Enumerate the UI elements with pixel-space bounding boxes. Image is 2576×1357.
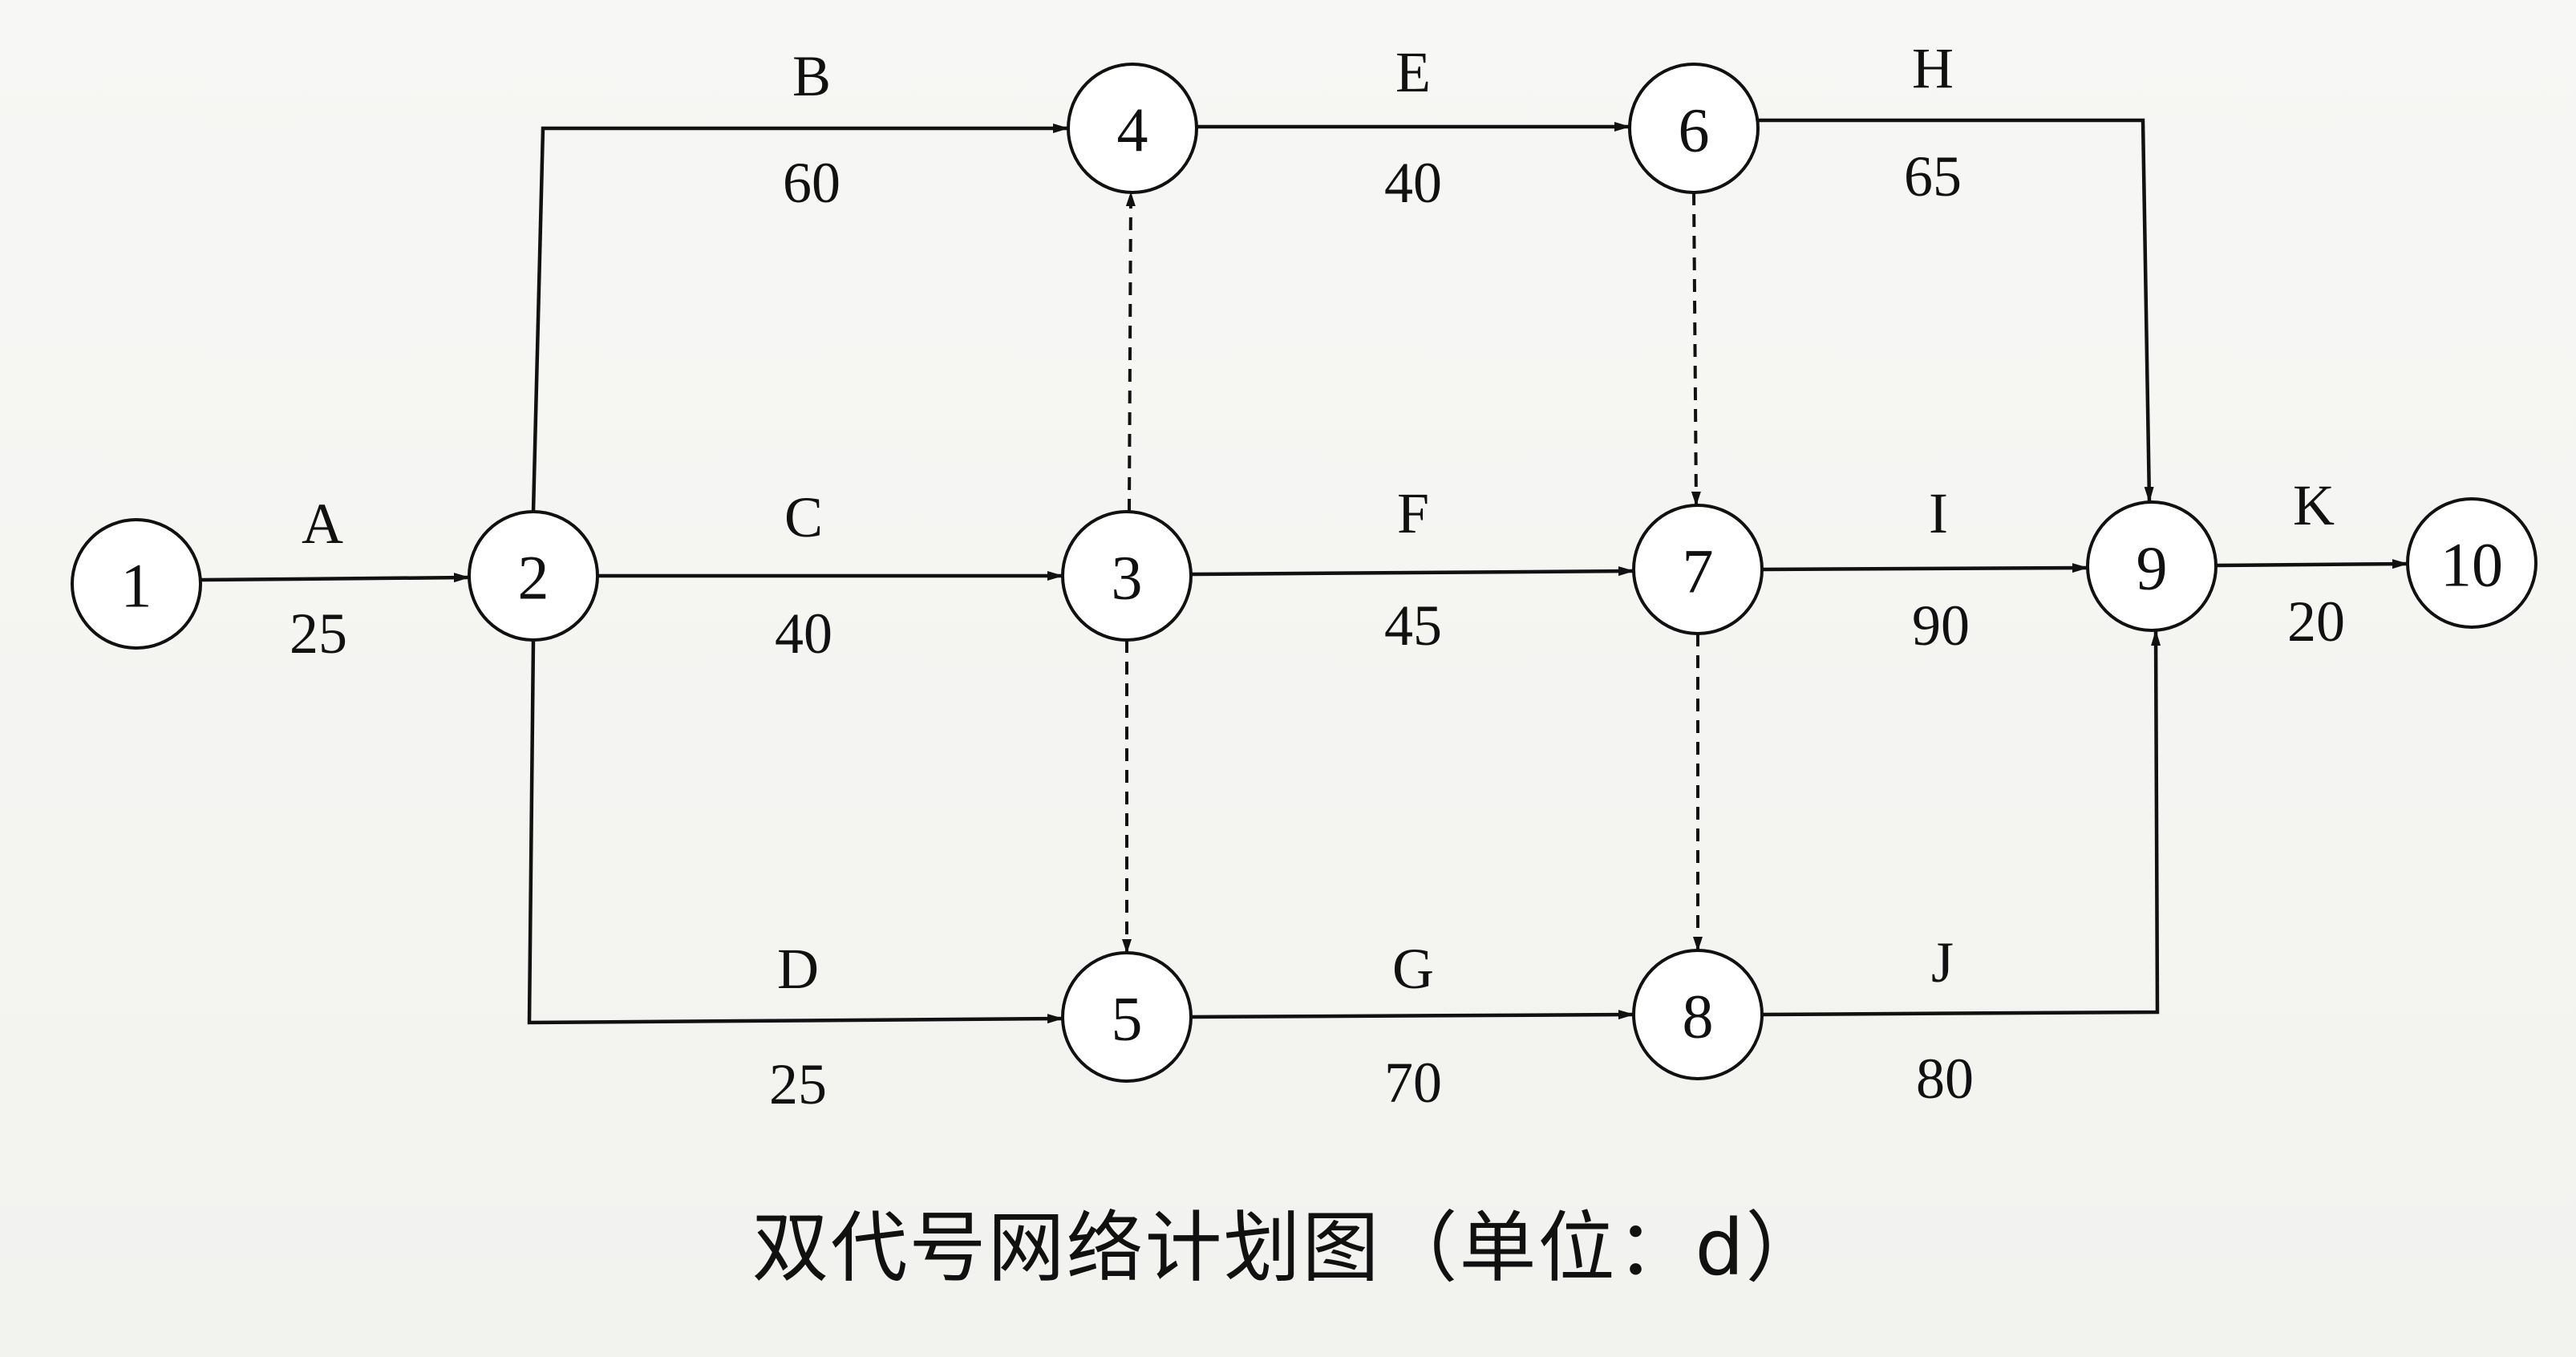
dummy-arrow-3-4 [1125,192,1136,512]
node-circle-7 [1632,504,1764,635]
activity-duration-j: 80 [1916,1047,1974,1111]
node-3: 3 [1061,510,1193,642]
node-1: 1 [71,518,202,650]
activity-duration-k: 20 [2287,589,2345,654]
activity-name-i: I [1929,481,1948,545]
activity-duration-e: 40 [1384,151,1442,215]
node-7: 7 [1632,504,1764,635]
node-circle-2 [468,510,599,642]
activity-duration-b: 60 [783,151,840,215]
node-label-7: 7 [1683,537,1714,606]
node-circle-3 [1061,510,1193,642]
dummy-arrow-6-7 [1691,192,1701,506]
node-label-3: 3 [1112,543,1143,613]
node-label-8: 8 [1683,982,1714,1051]
node-label-1: 1 [121,551,152,621]
node-circle-8 [1632,949,1764,1080]
node-9: 9 [2086,500,2218,632]
node-label-10: 10 [2440,530,2503,600]
activity-arrow-h [1758,118,2154,503]
node-4: 4 [1067,63,1198,194]
activity-duration-i: 90 [1912,593,1970,658]
activity-arrow-f [1190,566,1634,577]
activity-duration-a: 25 [290,602,347,666]
node-2: 2 [468,510,599,642]
activity-arrow-a [200,573,470,583]
activity-name-g: G [1392,937,1434,1001]
node-label-2: 2 [518,543,549,613]
activity-arrow-j [1761,630,2161,1017]
activity-name-d: D [777,937,819,1001]
activity-arrow-d [527,639,1063,1025]
node-circle-1 [71,518,202,650]
node-circle-4 [1067,63,1198,194]
activity-arrow-g [1190,1010,1634,1020]
activity-arrow-b [531,124,1069,512]
node-8: 8 [1632,949,1764,1080]
node-circle-5 [1061,951,1193,1083]
activity-name-a: A [302,492,343,556]
node-5: 5 [1061,951,1193,1083]
activity-name-k: K [2293,473,2335,537]
activity-duration-g: 70 [1384,1051,1442,1115]
activity-duration-c: 40 [775,602,832,666]
node-label-9: 9 [2137,533,2168,603]
node-circle-9 [2086,500,2218,632]
node-circle-6 [1628,63,1760,194]
activity-name-b: B [792,44,831,108]
node-label-6: 6 [1679,95,1710,165]
node-circle-10 [2406,497,2538,629]
activity-name-c: C [784,485,823,549]
activity-name-e: E [1395,40,1431,104]
activity-name-f: F [1397,481,1429,545]
activity-duration-h: 65 [1904,144,1962,209]
activity-name-j: J [1931,930,1954,994]
activity-arrow-i [1761,563,2088,573]
activity-duration-d: 25 [769,1052,827,1116]
node-6: 6 [1628,63,1760,194]
edges-layer [200,118,2408,1025]
node-label-4: 4 [1117,95,1148,165]
activity-name-h: H [1912,36,1954,100]
activity-arrow-k [2215,559,2408,569]
node-label-5: 5 [1112,984,1143,1054]
node-10: 10 [2406,497,2538,629]
diagram-caption: 双代号网络计划图（单位：d） [751,1203,1825,1293]
activity-duration-f: 45 [1384,593,1442,658]
